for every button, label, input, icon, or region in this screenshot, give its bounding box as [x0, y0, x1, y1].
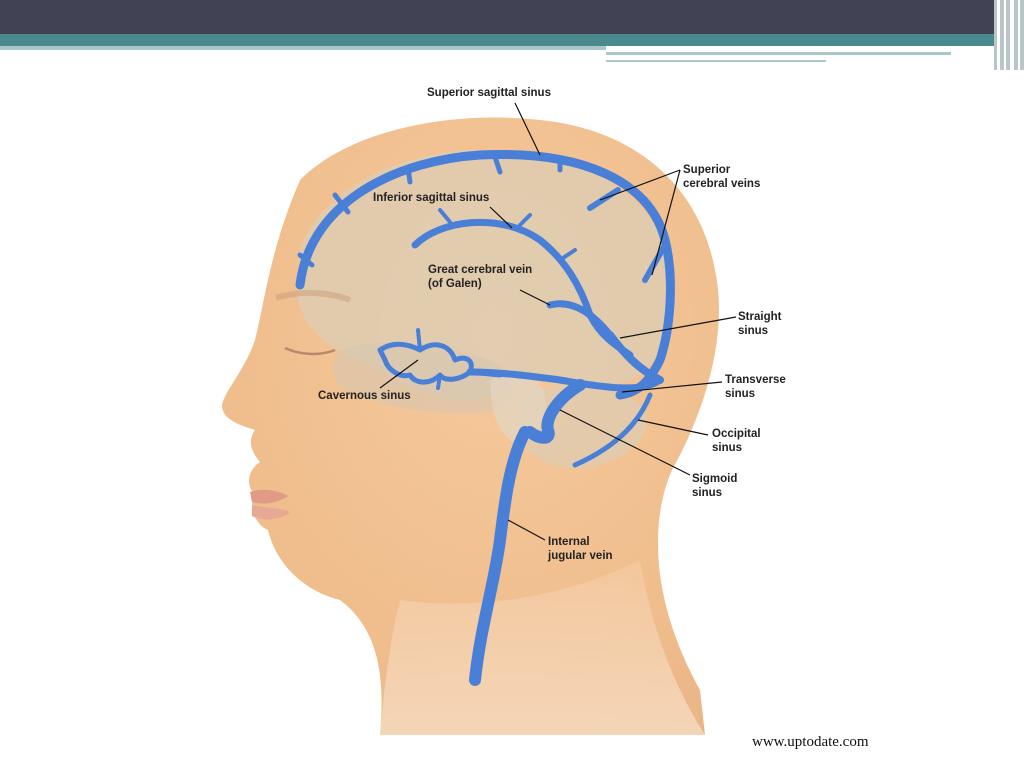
label-superior-sagittal-sinus: Superior sagittal sinus	[427, 87, 551, 101]
cavernous-branch-2	[438, 375, 440, 388]
label-superior-cerebral-veins: Superior cerebral veins	[683, 164, 760, 191]
label-internal-jugular-vein: Internal jugular vein	[548, 536, 613, 563]
cortical-vein-2	[408, 168, 410, 182]
label-transverse-sinus: Transverse sinus	[725, 374, 786, 401]
cavernous-branch-1	[418, 330, 420, 350]
label-straight-sinus: Straight sinus	[738, 311, 781, 338]
label-sigmoid-sinus: Sigmoid sinus	[692, 473, 737, 500]
source-credit: www.uptodate.com	[752, 734, 869, 751]
label-great-cerebral-vein: Great cerebral vein (of Galen)	[428, 264, 532, 291]
label-occipital-sinus: Occipital sinus	[712, 428, 761, 455]
label-inferior-sagittal-sinus: Inferior sagittal sinus	[373, 192, 489, 206]
cavernous-branch-3	[470, 372, 500, 375]
label-cavernous-sinus: Cavernous sinus	[318, 390, 411, 404]
